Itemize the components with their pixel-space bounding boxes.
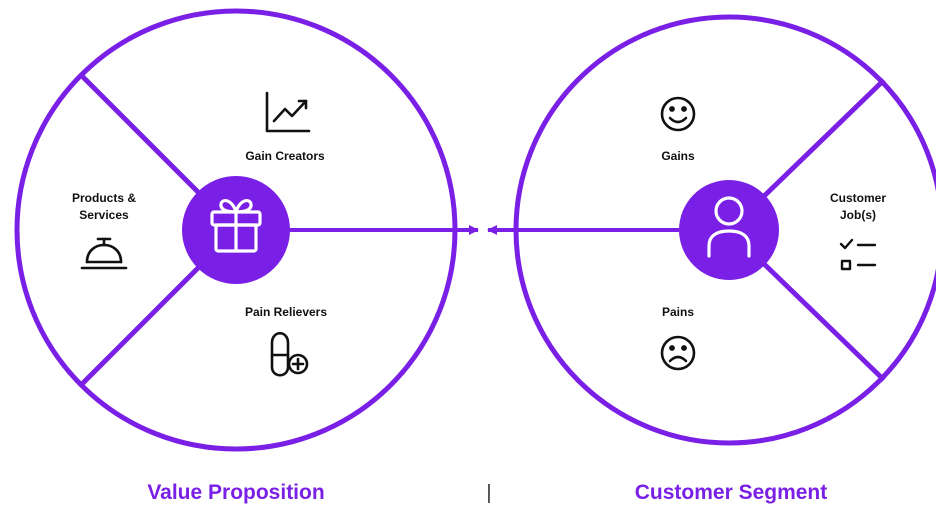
pill-icon bbox=[270, 331, 309, 377]
gains-label: Gains bbox=[661, 149, 695, 163]
pain-relievers-label: Pain Relievers bbox=[245, 305, 327, 319]
customer-jobs-label-line2: Job(s) bbox=[840, 208, 876, 222]
segment-customer-jobs: Customer Job(s) bbox=[830, 191, 886, 271]
center-divider-mark: | bbox=[486, 482, 491, 504]
sad-face-icon bbox=[660, 335, 696, 371]
value-proposition-title: Value Proposition bbox=[147, 481, 324, 504]
products-services-label-line1: Products & bbox=[72, 191, 136, 205]
customer-segment-title: Customer Segment bbox=[635, 481, 828, 504]
customer-jobs-label-line1: Customer bbox=[830, 191, 886, 205]
segment-pain-relievers: Pain Relievers bbox=[245, 305, 327, 377]
trending-chart-icon bbox=[265, 91, 311, 133]
user-icon bbox=[707, 196, 751, 258]
smile-icon bbox=[660, 96, 696, 132]
segment-products-services: Products & Services bbox=[72, 191, 136, 270]
pains-label: Pains bbox=[662, 305, 694, 319]
checklist-icon bbox=[839, 238, 877, 271]
value-proposition-circle: Gain Creators Products & Services Pain R… bbox=[14, 8, 479, 452]
gift-icon bbox=[210, 199, 262, 253]
segment-pains: Pains bbox=[660, 305, 696, 371]
segment-gain-creators: Gain Creators bbox=[245, 91, 325, 163]
gain-creators-label: Gain Creators bbox=[245, 149, 325, 163]
products-services-label-line2: Services bbox=[79, 208, 129, 222]
segment-gains: Gains bbox=[660, 96, 696, 163]
customer-segment-circle: Gains Pains Customer Job(s) bbox=[487, 14, 936, 446]
service-bell-icon bbox=[80, 237, 128, 270]
